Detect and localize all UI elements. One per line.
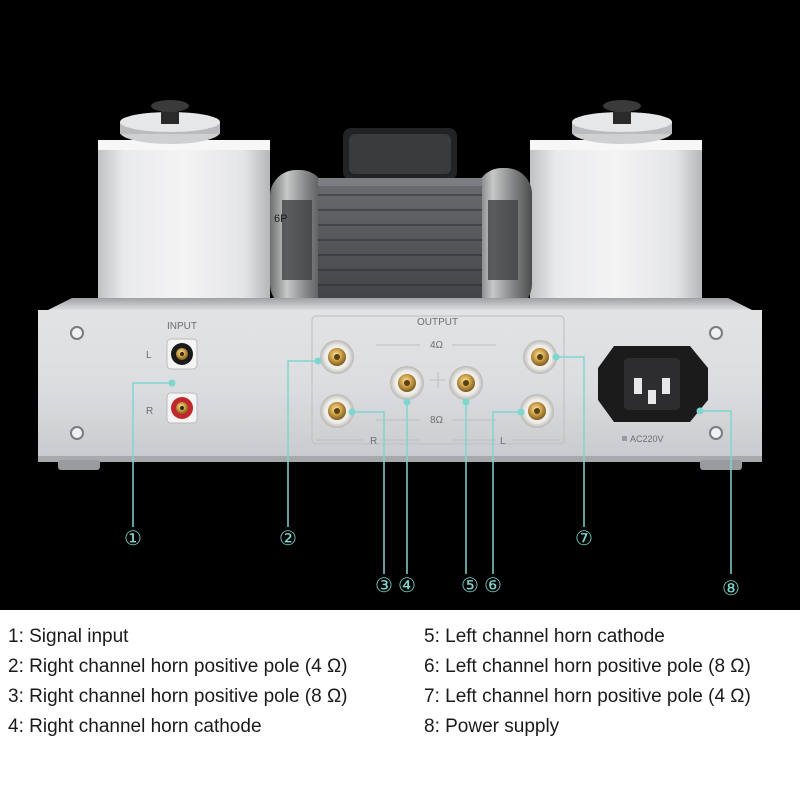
left-vacuum-tube: 6P <box>270 170 326 310</box>
legend-item-2: 2: Right channel horn positive pole (4 Ω… <box>8 656 348 677</box>
callout-7: ⑦ <box>575 526 593 550</box>
callout-5: ⑤ <box>461 573 479 597</box>
right-transformer-can <box>530 100 702 318</box>
legend-item-1: 1: Signal input <box>8 626 129 647</box>
output-right-mark: R <box>370 436 377 447</box>
voltage-label: AC220V <box>630 434 664 444</box>
amplifier-photo: 6P INPUT L R <box>0 0 800 610</box>
binding-post-l-cathode[interactable] <box>449 366 483 400</box>
binding-post-r-cathode[interactable] <box>390 366 424 400</box>
legend-item-3: 3: Right channel horn positive pole (8 Ω… <box>8 686 348 707</box>
ohm-4-label: 4Ω <box>430 340 444 351</box>
callout-3: ③ <box>375 573 393 597</box>
callout-lines <box>132 356 732 574</box>
legend-item-6: 6: Left channel horn positive pole (8 Ω) <box>424 656 751 677</box>
binding-post-r-8ohm[interactable] <box>320 394 354 428</box>
left-foot <box>58 460 100 470</box>
callout-6: ⑥ <box>484 573 502 597</box>
svg-text:6P: 6P <box>274 213 287 225</box>
legend-item-4: 4: Right channel horn cathode <box>8 716 262 737</box>
callout-2: ② <box>279 526 297 550</box>
binding-post-l-4ohm[interactable] <box>523 340 557 374</box>
callout-dots <box>168 353 704 416</box>
output-label: OUTPUT <box>417 317 458 328</box>
binding-post-r-4ohm[interactable] <box>320 340 354 374</box>
output-transformer <box>318 128 482 320</box>
rca-jack-right[interactable] <box>166 392 198 424</box>
right-foot <box>700 460 742 470</box>
output-frame <box>311 315 565 445</box>
binding-post-l-8ohm[interactable] <box>520 394 554 428</box>
power-socket[interactable] <box>598 346 708 422</box>
callout-4: ④ <box>398 573 416 597</box>
legend-item-7: 7: Left channel horn positive pole (4 Ω) <box>424 686 751 707</box>
input-right-mark: R <box>146 406 153 417</box>
voltage-mark-icon <box>622 436 627 441</box>
callout-8: ⑧ <box>722 576 740 600</box>
legend: 1: Signal input 2: Right channel horn po… <box>0 610 800 800</box>
rca-jack-left[interactable] <box>166 338 198 370</box>
chassis-top <box>44 298 756 312</box>
left-transformer-can <box>98 100 270 318</box>
legend-item-8: 8: Power supply <box>424 716 560 737</box>
legend-item-5: 5: Left channel horn cathode <box>424 626 665 647</box>
ohm-8-label: 8Ω <box>430 415 444 426</box>
input-label: INPUT <box>167 321 197 332</box>
input-left-mark: L <box>146 350 152 361</box>
right-vacuum-tube <box>476 168 532 310</box>
screw-icon <box>70 326 723 440</box>
output-left-mark: L <box>500 436 506 447</box>
callout-1: ① <box>124 526 142 550</box>
